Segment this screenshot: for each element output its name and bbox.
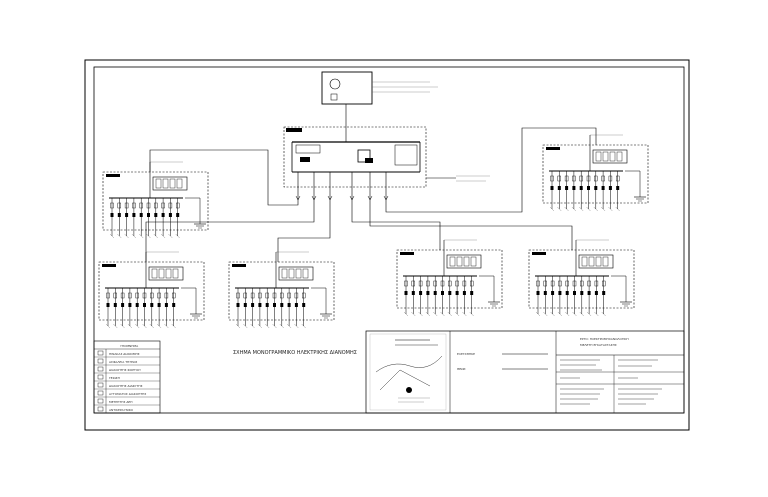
- check-label: ΕΛΕΓΧΘΗΚΕ: [457, 352, 475, 356]
- legend-item-label: ΠΙΝΑΚΑΣ ΔΙΑΝΟΜΗΣ: [109, 352, 140, 356]
- outer-border: [84, 59, 690, 431]
- legend-symbol-icon: [97, 406, 104, 412]
- sub-panels: [98, 134, 649, 329]
- cable-arrow-icon: [383, 195, 389, 201]
- legend-item-label: ΑΣΦΑΛΕΙΑ ΤΗΞΕΩΣ: [109, 360, 137, 364]
- title-block: ΕΛΕΓΧΘΗΚΕ ΘΕΩΡ. ΕΡΓΟ: ΗΛΕΚΤΡΟΜΗΧΑΝΟΛΟΓΙΚ…: [365, 330, 685, 414]
- cable-arrow-icon: [295, 195, 301, 201]
- legend-title: ΥΠΟΜΝΗΜΑ: [120, 344, 139, 348]
- legend-symbol-icon: [97, 390, 104, 396]
- sub-panel: [228, 251, 335, 329]
- drawing-note: ΣΧΗΜΑ ΜΟΝΟΓΡΑΜΜΙΚΟ ΗΛΕΚΤΡΙΚΗΣ ΔΙΑΝΟΜΗΣ: [233, 350, 357, 356]
- legend-symbol-icon: [97, 350, 104, 356]
- sub-panel: [542, 134, 649, 212]
- cable-marks: [295, 195, 389, 201]
- cable-arrow-icon: [367, 195, 373, 201]
- legend: ΥΠΟΜΝΗΜΑ ΠΙΝΑΚΑΣ ΔΙΑΝΟΜΗΣ ΑΣΦΑΛΕΙΑ ΤΗΞΕΩΣ…: [93, 340, 161, 414]
- sub-panel: [396, 239, 503, 317]
- legend-item-label: ΜΕΤΡΗΤΗΣ ΔΕΗ: [109, 400, 133, 404]
- project-line-2: ΜΕΛΕΤΗ ΕΓΚΑΤΑΣΤΑΣΗΣ: [580, 343, 617, 347]
- legend-item-label: ΓΕΙΩΣΗ: [109, 376, 120, 380]
- main-distribution-panel: [283, 126, 490, 188]
- cable-arrow-icon: [327, 195, 333, 201]
- legend-symbol-icon: [97, 366, 104, 372]
- cable-arrow-icon: [349, 195, 355, 201]
- sub-panel: [528, 239, 635, 317]
- legend-item-label: ΑΥΤΟΜΑΤΟΣ ΔΙΑΚΟΠΤΗΣ: [109, 392, 146, 396]
- sub-panel: [102, 161, 209, 239]
- project-line-1: ΕΡΓΟ: ΗΛΕΚΤΡΟΜΗΧΑΝΟΛΟΓΙΚΗ: [580, 337, 629, 341]
- legend-symbol-icon: [97, 358, 104, 364]
- legend-symbol-icon: [97, 398, 104, 404]
- legend-item-label: ΑΝΤΙΚΕΡΑΥΝΙΚΟ: [109, 408, 134, 412]
- approve-label: ΘΕΩΡ.: [457, 367, 466, 371]
- cable-arrow-icon: [311, 195, 317, 201]
- legend-item-label: ΔΙΑΚΟΠΤΗΣ ΦΟΡΤΙΟΥ: [109, 368, 141, 372]
- legend-symbol-icon: [97, 382, 104, 388]
- sub-panel: [98, 251, 205, 329]
- legend-symbol-icon: [97, 374, 104, 380]
- feeder-cables: [145, 127, 597, 262]
- supply-meter: [321, 71, 438, 142]
- legend-item-label: ΔΙΑΚΟΠΤΗΣ ΔΙΑΦΥΓΗΣ: [109, 384, 143, 388]
